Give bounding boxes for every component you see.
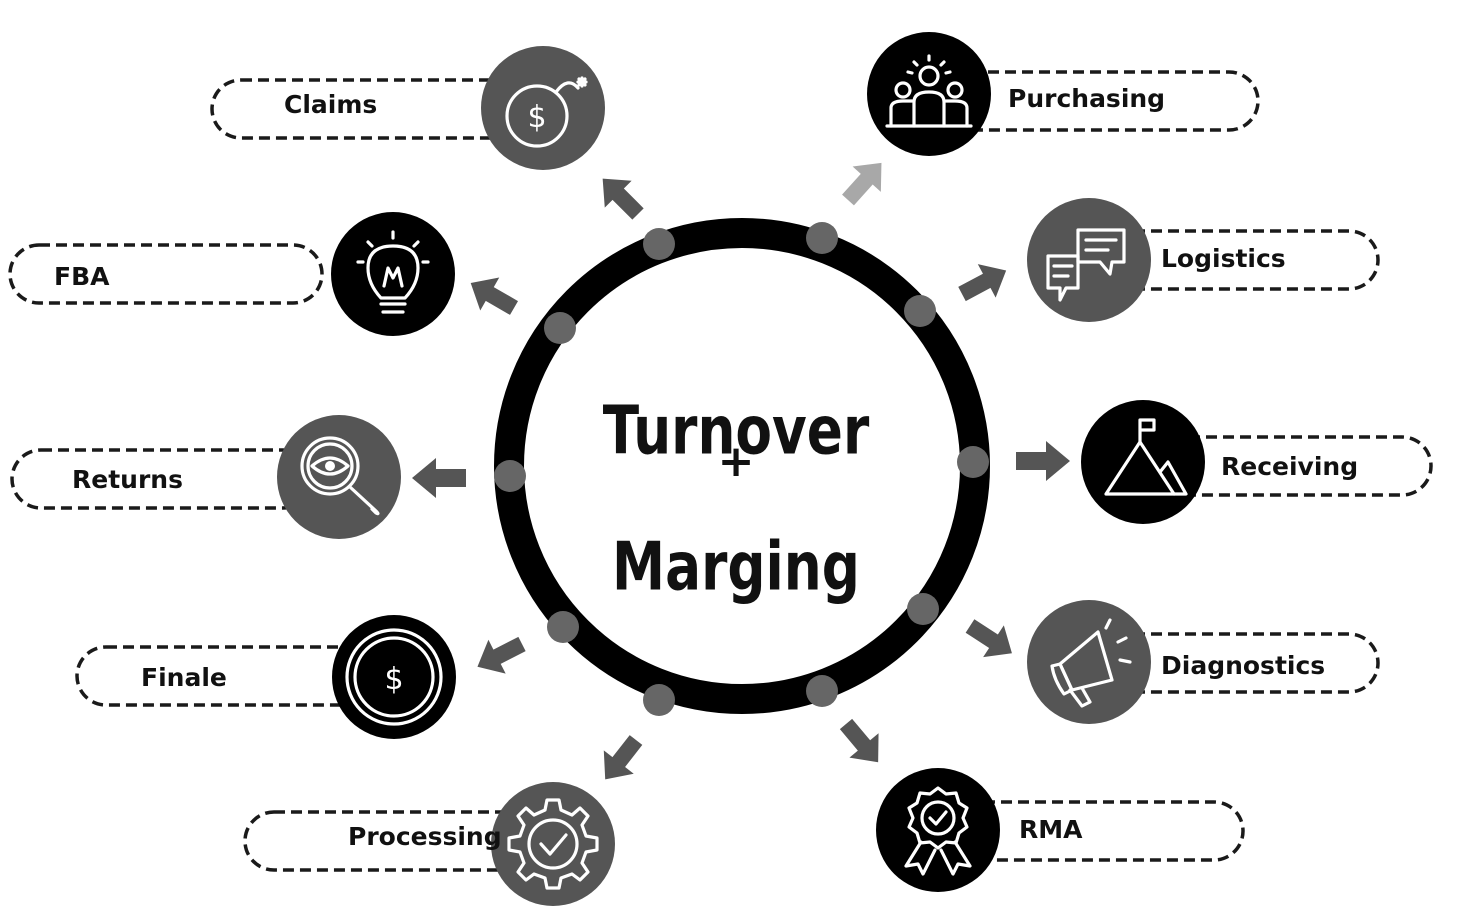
arrow-to-rma — [839, 718, 879, 763]
svg-text:$: $ — [527, 100, 546, 135]
node-purchasing — [867, 32, 991, 156]
pill-finale — [75, 645, 379, 707]
center-title-line-3: Marging — [612, 529, 860, 606]
pill-returns — [10, 448, 314, 510]
ring-dot — [957, 446, 989, 478]
central-ring — [494, 218, 990, 716]
label-purchasing: Purchasing — [1008, 84, 1165, 113]
dollar-coin-icon: $ — [345, 628, 443, 726]
money-bomb-icon: $ — [505, 76, 588, 148]
ring-dot — [806, 222, 838, 254]
ring-dot — [907, 593, 939, 625]
label-processing: Processing — [348, 822, 502, 851]
node-logistics — [1027, 198, 1151, 322]
center-title-line-1: Turnover — [603, 393, 870, 470]
team-leader-icon — [885, 54, 973, 128]
arrow-to-diagnostics — [965, 619, 1012, 658]
arrow-to-receiving — [1016, 441, 1070, 481]
pill-fba — [8, 243, 324, 305]
svg-text:$: $ — [384, 662, 403, 697]
node-finale: $ — [332, 615, 456, 739]
label-diagnostics: Diagnostics — [1161, 651, 1325, 680]
lightbulb-icon — [356, 230, 430, 314]
chat-bubbles-icon — [1046, 228, 1126, 302]
node-diagnostics — [1027, 600, 1151, 724]
labels: Claims Purchasing FBA Logistics Returns … — [54, 84, 1358, 851]
label-finale: Finale — [141, 663, 227, 692]
arrow-to-fba — [470, 277, 518, 315]
arrows — [412, 162, 1070, 780]
label-claims: Claims — [284, 90, 377, 119]
arrow-to-finale — [477, 636, 526, 674]
node-returns — [277, 415, 401, 539]
arrow-to-processing — [603, 735, 643, 780]
ring-dot — [643, 228, 675, 260]
label-logistics: Logistics — [1161, 244, 1286, 273]
node-processing — [491, 782, 615, 906]
center-title: Turnover + Marging — [603, 393, 870, 607]
award-badge-icon — [904, 786, 972, 876]
label-returns: Returns — [72, 465, 183, 494]
arrow-to-logistics — [958, 264, 1007, 302]
ring-dot — [806, 675, 838, 707]
ring-dot — [643, 684, 675, 716]
label-receiving: Receiving — [1221, 452, 1358, 481]
ring-dot — [544, 312, 576, 344]
ring-dot — [494, 460, 526, 492]
ring-dot — [904, 295, 936, 327]
arrow-to-returns — [412, 458, 466, 498]
node-receiving — [1081, 400, 1205, 524]
label-rma: RMA — [1019, 815, 1083, 844]
ring-dot — [547, 611, 579, 643]
mountain-flag-icon — [1104, 418, 1188, 496]
magnifier-eye-icon — [300, 436, 380, 516]
megaphone-icon — [1050, 618, 1132, 708]
pill-claims — [210, 78, 530, 140]
arrow-to-purchasing — [842, 162, 882, 206]
label-fba: FBA — [54, 262, 110, 291]
node-fba — [331, 212, 455, 336]
center-title-line-2: + — [718, 436, 755, 487]
node-rma — [876, 768, 1000, 892]
gear-check-icon — [507, 798, 599, 890]
node-claims: $ — [481, 46, 605, 170]
arrow-to-claims — [602, 178, 644, 220]
